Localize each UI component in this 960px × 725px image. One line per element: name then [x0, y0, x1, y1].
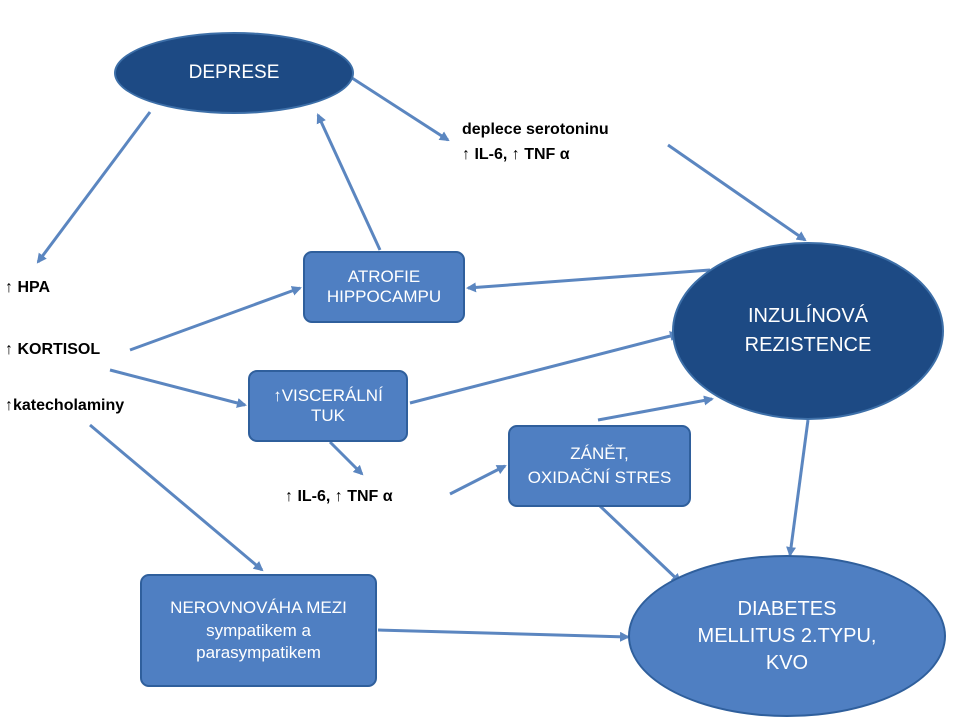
node-atrofie-line-2: HIPPOCAMPU — [326, 287, 442, 306]
label-cytokines: ↑ IL-6, ↑ TNF α — [285, 488, 393, 505]
node-diabetes-line-3: KVO — [765, 651, 809, 674]
label-hpa: ↑ HPA — [5, 279, 51, 296]
label-kortisol: ↑ KORTISOL — [5, 341, 101, 358]
arrow-serotonin-to-inzulinova — [667, 143, 807, 242]
arrow-kortisol-to-atrofie — [129, 286, 302, 352]
node-inzulinova-line-2: REZISTENCE — [744, 334, 872, 356]
arrow-visceralni-to-cytokines — [328, 440, 364, 476]
node-zanet-line-1: ZÁNĚT, — [570, 444, 629, 464]
node-deprese-label: DEPRESE — [188, 62, 280, 84]
node-nerovnovaha: NEROVNOVÁHA MEZI sympatikem a parasympat… — [140, 574, 377, 687]
arrow-deprese-to-serotonin — [351, 76, 450, 142]
node-nerovnovaha-line-3: parasympatikem — [196, 643, 321, 663]
node-inzulinova-rezistence: INZULÍNOVÁ REZISTENCE — [672, 242, 944, 420]
arrow-inzulinova-to-atrofie — [466, 268, 711, 293]
label-serotonin: deplece serotoninu ↑ IL-6, ↑ TNF α — [462, 120, 609, 164]
node-visceralni-line-1: ↑VISCERÁLNÍ — [273, 386, 383, 406]
arrow-nerovnovaha-to-diabetes — [377, 628, 630, 642]
node-visceralni-line-2: TUK — [311, 406, 345, 425]
node-deprese: DEPRESE — [114, 32, 354, 114]
node-visceralni-tuk: ↑VISCERÁLNÍ TUK — [248, 370, 408, 442]
arrow-kortisol-to-visceralni — [109, 368, 247, 408]
arrow-cytokines-to-zanet — [449, 464, 507, 496]
arrow-zanet-to-diabetes — [598, 504, 682, 584]
node-atrofie-hippocampu: ATROFIE HIPPOCAMPU — [303, 251, 465, 323]
node-atrofie-line-1: ATROFIE — [347, 267, 421, 287]
arrow-visceralni-to-inzulinova — [409, 331, 680, 405]
node-zanet-line-2: OXIDAČNÍ STRES — [527, 468, 672, 487]
node-nerovnovaha-line-2: sympatikem a — [206, 620, 311, 640]
label-katecholaminy: ↑katecholaminy — [5, 397, 125, 414]
arrow-inzulinova-to-diabetes — [786, 419, 810, 557]
node-diabetes-mellitus: DIABETES MELLITUS 2.TYPU, KVO — [628, 555, 946, 717]
node-diabetes-line-1: DIABETES — [737, 597, 837, 620]
label-serotonin-line-2: ↑ IL-6, ↑ TNF α — [462, 146, 570, 164]
arrow-katecholaminy-to-nerovnovaha — [89, 423, 264, 572]
node-nerovnovaha-line-1: NEROVNOVÁHA MEZI — [170, 598, 347, 618]
arrow-zanet-to-inzulinova — [597, 395, 714, 422]
node-inzulinova-line-1: INZULÍNOVÁ — [747, 305, 869, 327]
node-diabetes-line-2: MELLITUS 2.TYPU, — [697, 624, 877, 647]
arrow-deprese-to-hpa — [36, 111, 152, 264]
arrow-atrofie-to-deprese — [316, 113, 382, 251]
label-serotonin-line-1: deplece serotoninu — [462, 121, 609, 138]
node-zanet-oxidacni-stres: ZÁNĚT, OXIDAČNÍ STRES — [508, 425, 691, 507]
